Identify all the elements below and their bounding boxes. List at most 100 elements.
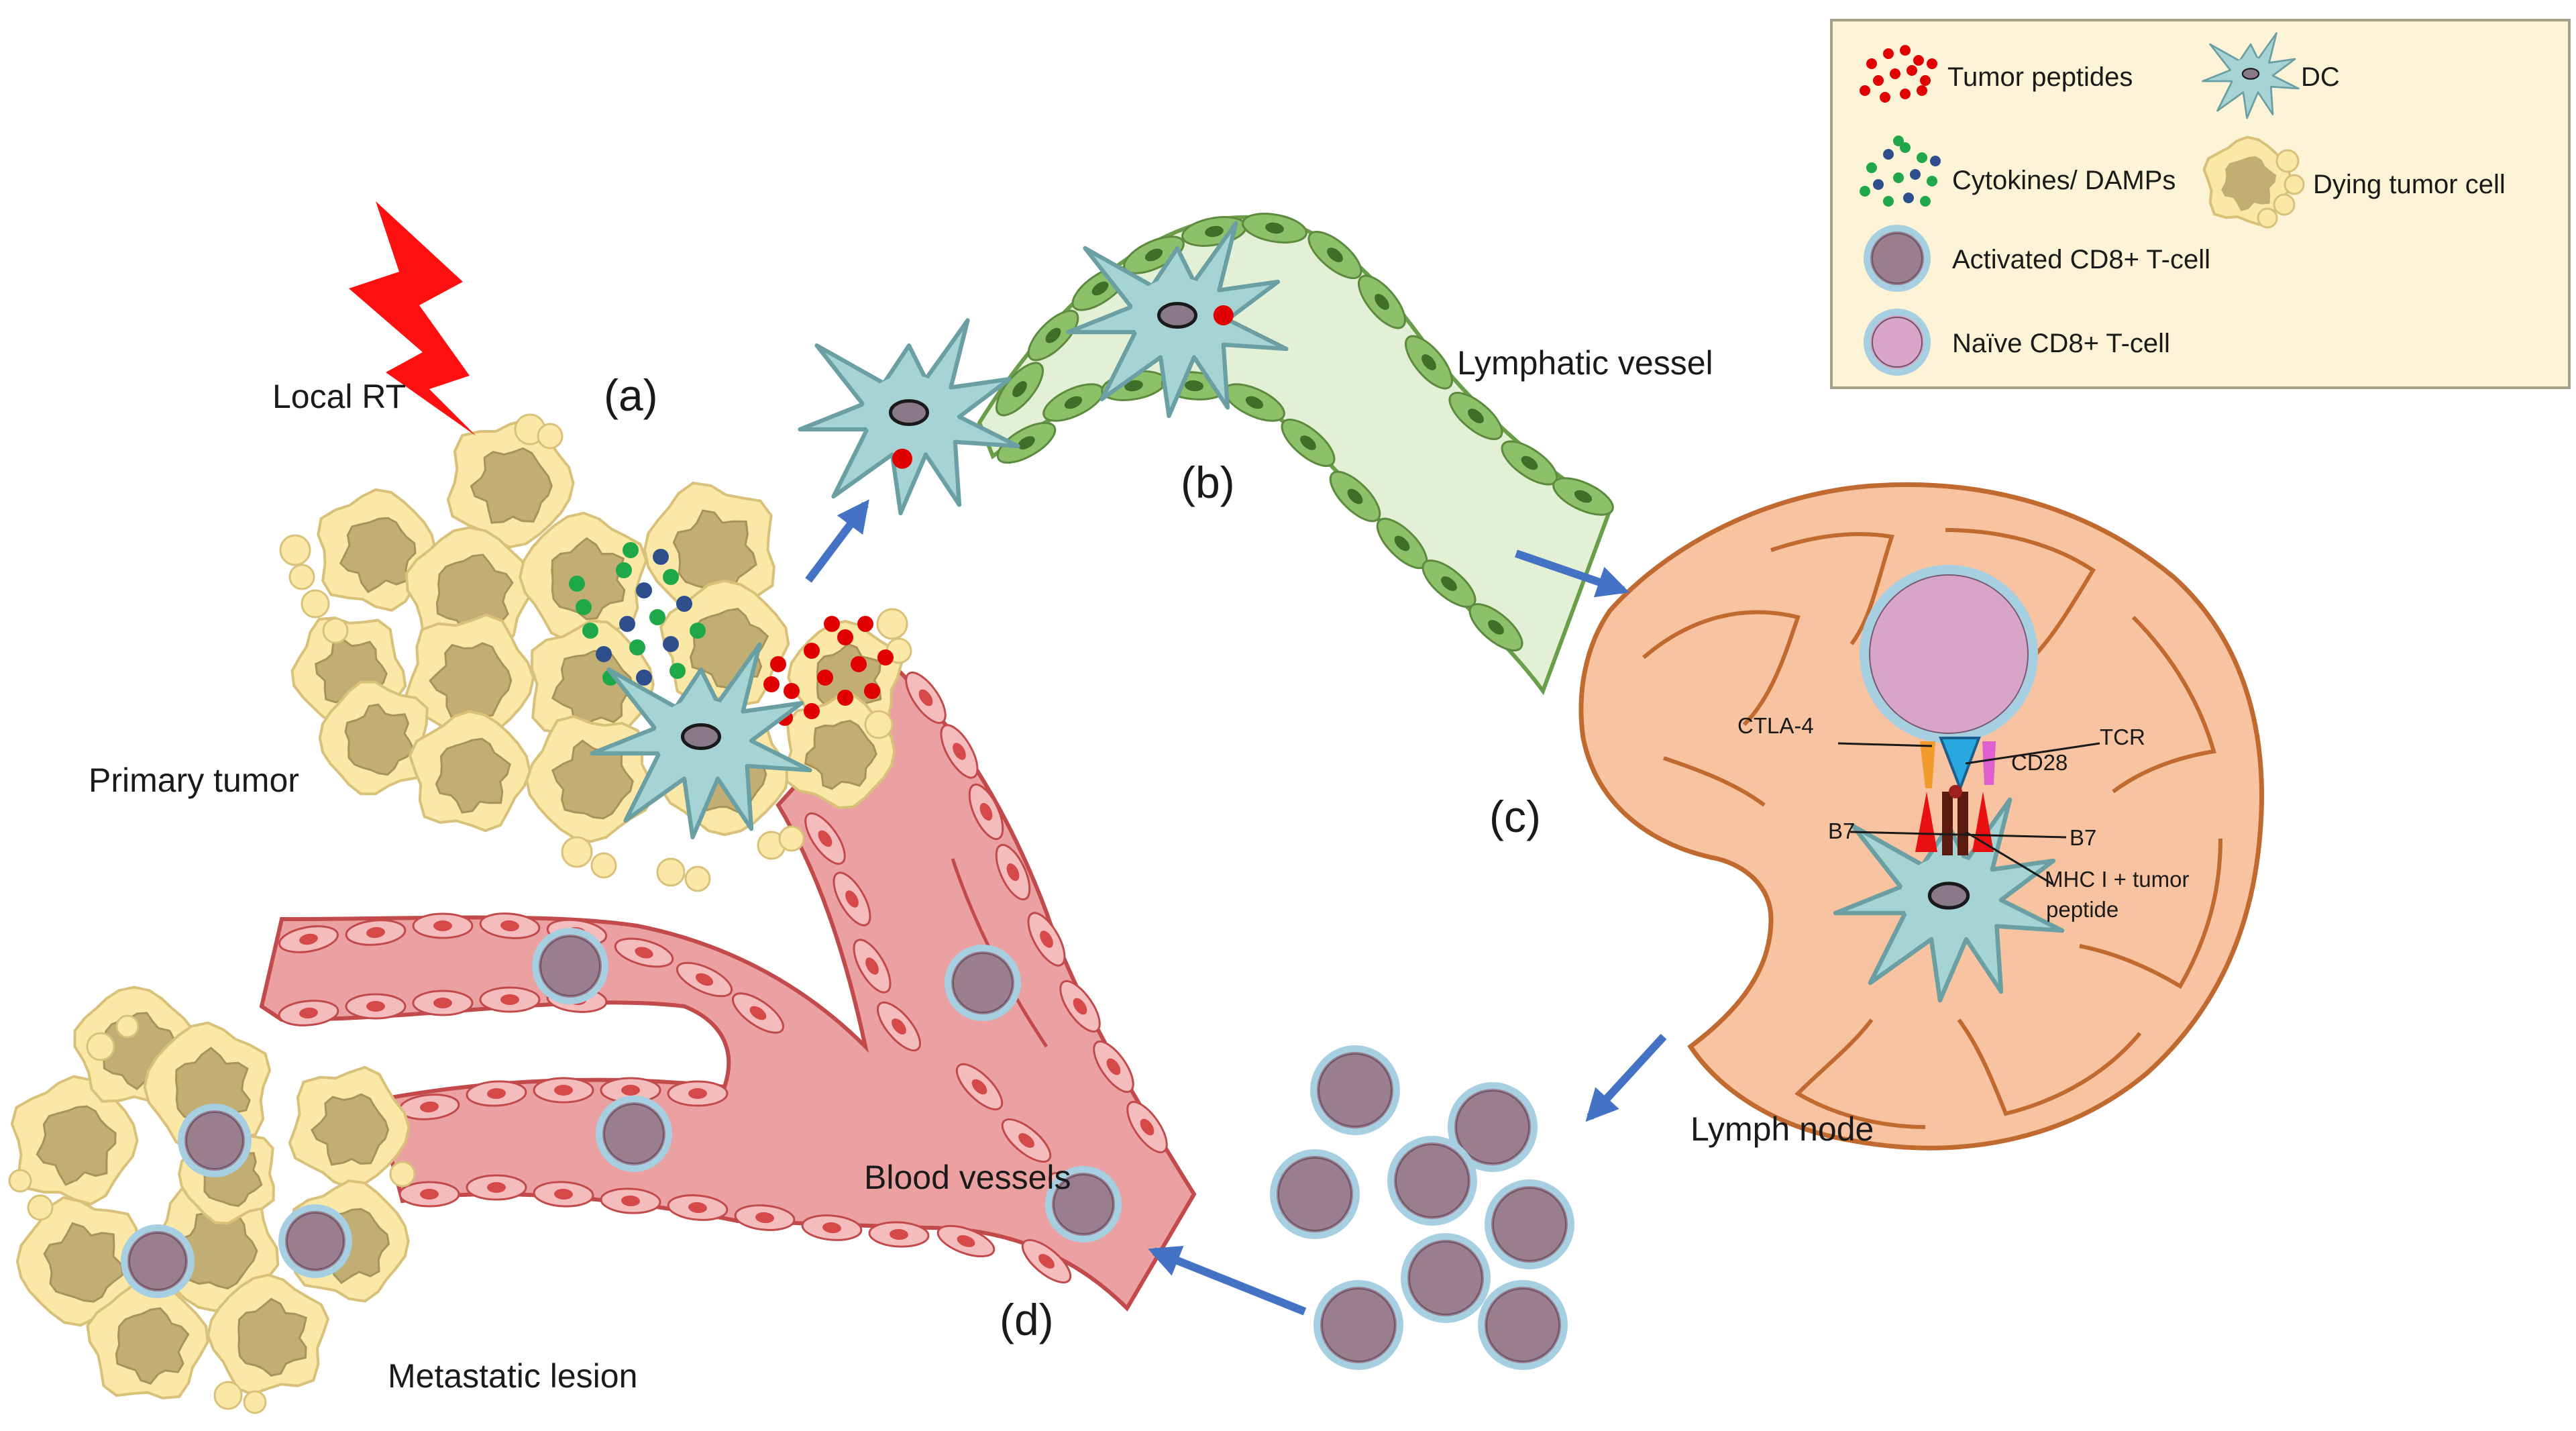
lymphatic-vessel-label: Lymphatic vessel [1457, 344, 1713, 382]
lymphatic-endothelial-cell [1281, 419, 1336, 467]
lymphatic-endothelial-cell [1307, 231, 1362, 279]
tumor-bleb [86, 1032, 115, 1061]
legend-dc-icon [2202, 32, 2300, 119]
legend-tumor-peptides-icon [1890, 68, 1900, 79]
activated-t-cell-cluster [1313, 1280, 1403, 1370]
tumor-bleb [213, 1381, 243, 1410]
blood-endothelial-cell [600, 1187, 661, 1214]
legend-naive-t-icon [1864, 309, 1931, 376]
immune-synapse [1860, 565, 2038, 855]
tumor-nucleus [43, 1222, 124, 1303]
dc-peptide [1213, 305, 1234, 325]
legend-cytokines-icon [1893, 136, 1904, 146]
panel-c-label: (c) [1489, 792, 1541, 841]
b7-right-label: B7 [2070, 825, 2096, 850]
blood-endothelial-cell [734, 1204, 796, 1231]
tumor-bleb [876, 608, 908, 640]
legend-cytokines-icon [1903, 193, 1914, 203]
legend-activated-t: Activated CD8+ T-cell [1952, 245, 2210, 274]
panel-d-label: (d) [1000, 1295, 1054, 1344]
primary-tumor-label: Primary tumor [89, 761, 299, 799]
cytokine-dot [663, 636, 679, 652]
legend-cytokines-icon [1866, 162, 1877, 173]
lymphatic-endothelial-cell [1329, 470, 1381, 523]
blood-endothelial-cell [940, 724, 979, 779]
cytokine-dot [690, 623, 706, 639]
tumor-peptide-dot [784, 683, 800, 699]
tumor-peptide-dot [877, 649, 894, 666]
tumor-cell [207, 1273, 330, 1396]
legend-cytokines-icon [1910, 169, 1921, 180]
tcr-label: TCR [2100, 725, 2145, 749]
blood-endothelial-cell [667, 1080, 729, 1107]
lymphatic-endothelial-cell [1358, 274, 1406, 329]
tumor-peptide-dot [770, 656, 786, 672]
blood-endothelial-cell [905, 672, 947, 724]
blood-endothelial-cell [533, 1077, 594, 1104]
cytokine-dot [663, 569, 679, 585]
tumor-bleb [389, 1161, 416, 1187]
cytokine-dot [636, 670, 652, 686]
cd28-receptor [1982, 741, 1996, 785]
mhc-i-left [1942, 792, 1953, 855]
b7-left-label: B7 [1828, 818, 1855, 843]
lymphatic-endothelial-cell [1027, 309, 1079, 362]
cytokines-damps-cluster [569, 542, 706, 686]
tumor-peptide-dot [837, 690, 853, 706]
cd28-label: CD28 [2011, 750, 2068, 775]
legend-cytokines: Cytokines/ DAMPs [1952, 166, 2176, 195]
blood-endothelial-cell [412, 990, 474, 1016]
dc-nucleus [681, 723, 721, 750]
tumor-peptide-dot [824, 616, 840, 632]
tumor-cell [318, 680, 429, 796]
tumor-nucleus [237, 1297, 307, 1377]
legend-activated-t-icon [1864, 225, 1931, 292]
cytokine-dot [569, 576, 585, 592]
blood-endothelial-cell [732, 992, 784, 1034]
blood-endothelial-cell [1027, 912, 1066, 967]
legend-tumor-peptides: Tumor peptides [1947, 62, 2133, 92]
legend-cytokines-icon [1883, 149, 1894, 160]
blood-endothelial-cell [833, 871, 871, 926]
blood-endothelial-cell [345, 919, 407, 946]
blood-endothelial-cell [955, 1063, 1004, 1111]
panel-b-label: (b) [1181, 458, 1235, 507]
blood-vessels [259, 668, 1197, 1312]
blood-endothelial-cell [345, 993, 407, 1020]
tumor-bleb [590, 852, 617, 879]
dc-in-lymphatic [1066, 221, 1289, 419]
blood-endothelial-cell [676, 961, 733, 998]
lymphatic-endothelial-cell [1468, 603, 1523, 651]
activated-t-cell-circulating [596, 1096, 672, 1172]
blood-endothelial-cell [398, 1181, 460, 1208]
blood-endothelial-cell [801, 1214, 863, 1241]
lymphatic-endothelial-cell [996, 421, 1057, 464]
dc-nucleus [1927, 882, 1970, 910]
dc-nucleus [889, 399, 929, 426]
metastatic-lesion [8, 986, 416, 1414]
legend-tumor-peptides-icon [1900, 89, 1911, 99]
blood-endothelial-cell [1059, 980, 1101, 1032]
tumor-bleb [8, 1169, 32, 1193]
dc-in-tumor [590, 642, 812, 840]
cytokine-dot [636, 582, 652, 598]
blood-endothelial-cell [600, 1077, 661, 1104]
legend-dying-tumor-cell-icon [2202, 136, 2305, 229]
dc-nucleus [2241, 68, 2260, 80]
cytokine-dot [676, 596, 692, 612]
blood-endothelial-cell [667, 1194, 729, 1221]
dc-nucleus [1157, 302, 1197, 329]
legend-dc: DC [2301, 62, 2340, 92]
legend-cytokines-icon [1860, 186, 1870, 197]
blood-endothelial-cell [479, 912, 541, 939]
mhc-label-line2: peptide [2046, 897, 2118, 922]
tumor-nucleus [470, 447, 553, 524]
blood-endothelial-cell [995, 843, 1031, 901]
tumor-bleb [561, 836, 593, 868]
ctla4-receptor [1920, 741, 1935, 788]
blood-endothelial-cell [479, 986, 541, 1013]
dc-peptide [892, 448, 912, 469]
activated-t-cell-circulating [178, 1104, 252, 1177]
tumor-nucleus [344, 703, 416, 776]
